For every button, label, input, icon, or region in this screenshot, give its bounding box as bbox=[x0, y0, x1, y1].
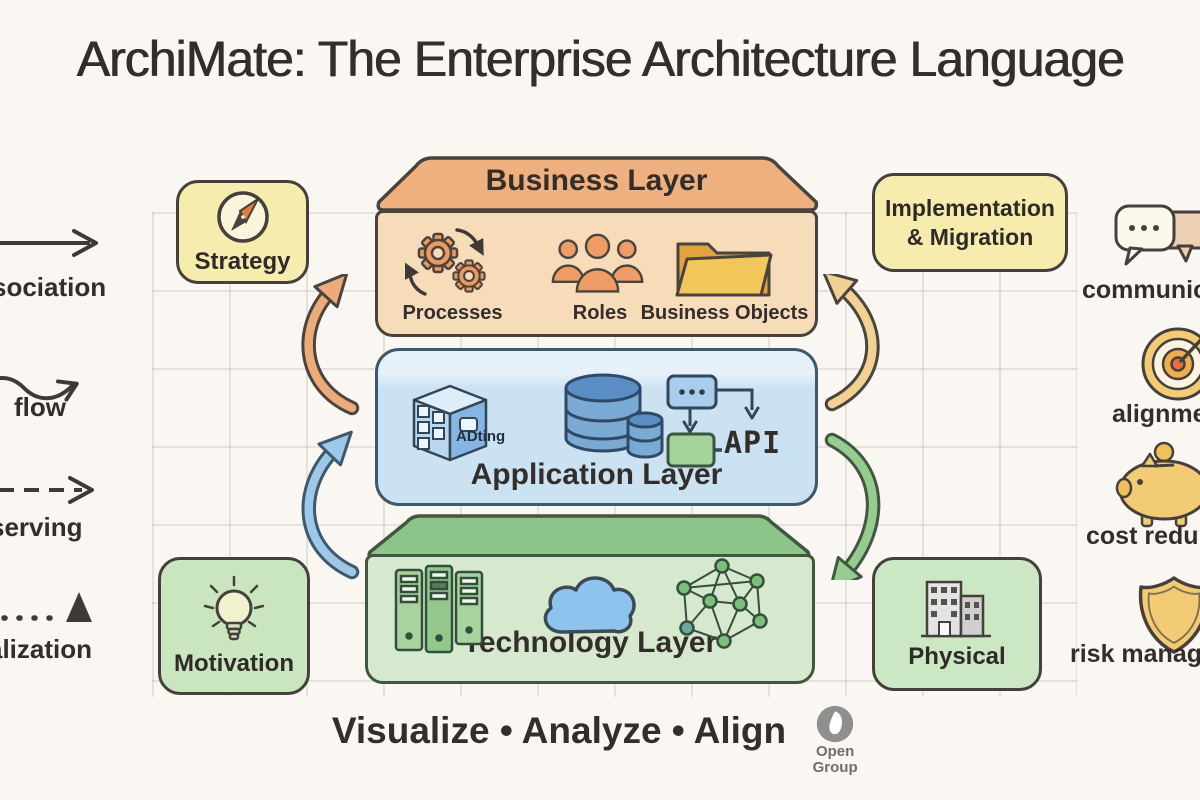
arrow-down-technology-right bbox=[824, 432, 881, 580]
gears-icon bbox=[405, 228, 486, 296]
arrow-up-business-right bbox=[821, 274, 880, 412]
piggy-bank-icon bbox=[1115, 441, 1200, 528]
lightbulb-icon bbox=[203, 575, 265, 640]
cloud-icon bbox=[543, 576, 636, 634]
physical-label: Physical bbox=[908, 642, 1006, 670]
implementation-label-line1: Implementation bbox=[885, 194, 1055, 221]
processes-label: Processes bbox=[402, 302, 503, 324]
shield-icon bbox=[1138, 576, 1200, 654]
legend-realization-label: alization bbox=[0, 634, 93, 664]
benefit-cost-reduction-label: cost redu bbox=[1086, 522, 1199, 550]
arrow-up-business-left bbox=[301, 274, 360, 416]
strategy-box: Strategy bbox=[176, 180, 309, 284]
arrow-up-application-left bbox=[301, 430, 360, 580]
implementation-migration-box: Implementation & Migration bbox=[872, 173, 1068, 272]
page-title: ArchiMate: The Enterprise Architecture L… bbox=[76, 31, 1124, 87]
building-icon bbox=[921, 580, 991, 637]
physical-box: Physical bbox=[872, 557, 1042, 691]
compass-icon bbox=[216, 190, 269, 243]
benefit-risk-management-label: risk manag bbox=[1070, 640, 1200, 668]
folder-icon bbox=[675, 242, 773, 297]
speech-bubbles-icon bbox=[1114, 204, 1200, 266]
component-cube-icon bbox=[412, 384, 488, 462]
legend-association-label: sociation bbox=[0, 272, 107, 302]
people-icon bbox=[551, 233, 644, 293]
benefit-alignment-label: alignme bbox=[1112, 400, 1200, 428]
flow-arrow-icon bbox=[0, 376, 79, 402]
tagline: Visualize • Analyze • Align bbox=[331, 710, 787, 751]
business-layer-title: Business Layer bbox=[485, 164, 708, 197]
business-objects-label: Business Objects bbox=[640, 302, 809, 324]
open-group-logo-icon bbox=[816, 705, 854, 743]
roles-label: Roles bbox=[572, 302, 628, 324]
database-icon bbox=[564, 373, 664, 459]
implementation-label-line2: & Migration bbox=[906, 223, 1034, 250]
open-group-logo-text-line1: Open bbox=[815, 743, 855, 760]
open-group-logo: Open Group bbox=[802, 704, 868, 776]
network-graph-icon bbox=[676, 558, 768, 649]
realization-arrow-icon bbox=[0, 592, 92, 622]
benefit-communication-label: communica bbox=[1082, 276, 1200, 304]
server-racks-icon bbox=[394, 564, 484, 654]
legend-serving-label: serving bbox=[0, 512, 83, 542]
api-label: API bbox=[724, 426, 782, 461]
open-group-logo-text-line2: Group bbox=[812, 758, 858, 776]
motivation-label: Motivation bbox=[174, 649, 294, 677]
footer: Visualize • Analyze • Align Open Group bbox=[0, 704, 1200, 776]
legend-flow-label: flow bbox=[14, 392, 66, 422]
motivation-box: Motivation bbox=[158, 557, 310, 695]
component-cube-caption: ADting bbox=[456, 428, 506, 445]
target-icon bbox=[1141, 327, 1200, 401]
serving-arrow-icon bbox=[0, 476, 94, 504]
association-arrow-icon bbox=[0, 229, 98, 257]
strategy-label: Strategy bbox=[194, 247, 291, 275]
api-flow-icon bbox=[666, 374, 760, 468]
